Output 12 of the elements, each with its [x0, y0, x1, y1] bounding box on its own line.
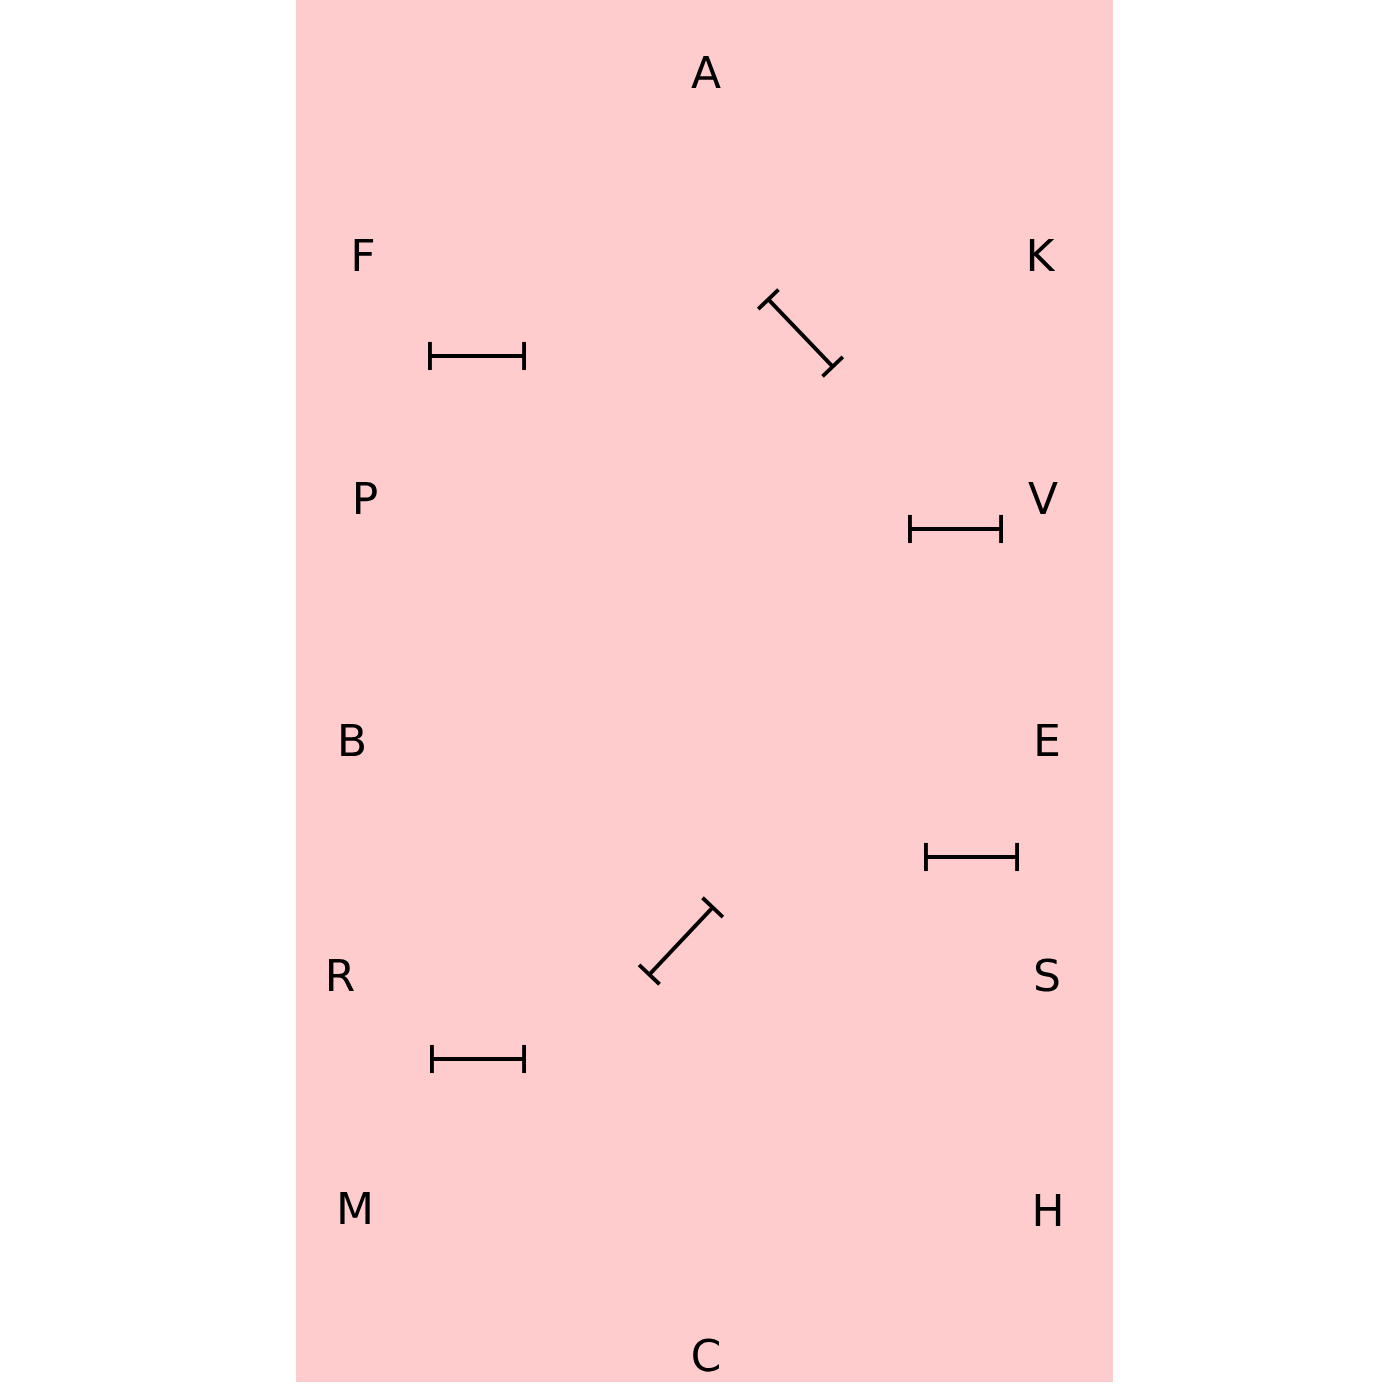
arena-letter: C [693, 1338, 719, 1372]
arena-letter: S [1035, 958, 1059, 992]
arena-letter: F [354, 238, 374, 271]
arena-letter: H [1035, 1194, 1061, 1226]
arena-letter: R [329, 959, 354, 991]
arena-letter: M [340, 1192, 370, 1224]
arena-letter: K [1029, 238, 1056, 271]
arena-letter: P [356, 482, 377, 514]
arena-letter: V [1028, 482, 1058, 514]
arena-letter: B [341, 724, 364, 756]
arena-letter: A [691, 55, 721, 88]
arena-letter: E [1037, 724, 1059, 756]
